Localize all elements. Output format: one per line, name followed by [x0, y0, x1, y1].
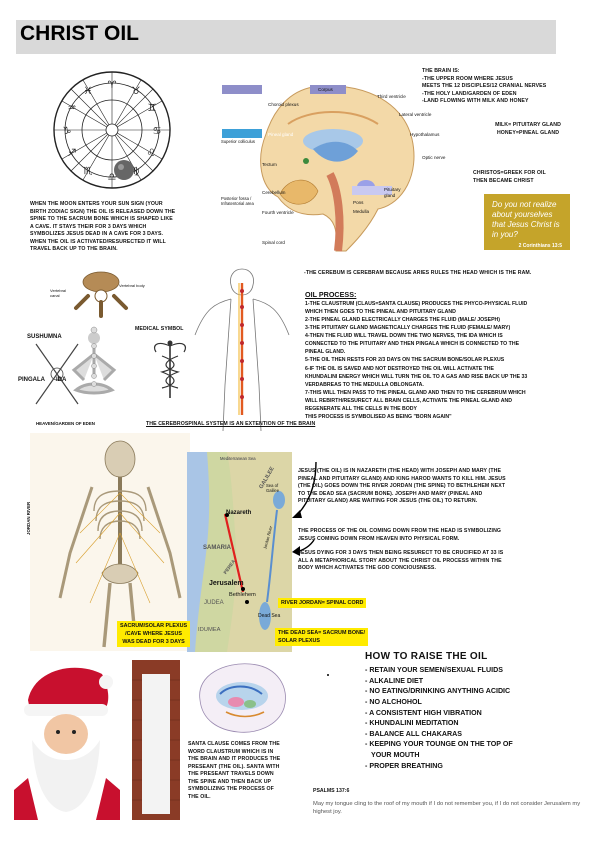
brain-label-optic-nerve: Optic nerve — [422, 155, 446, 160]
santa-claus-image — [14, 660, 120, 820]
brain-label-lateral-ventricle: Lateral ventricle — [399, 112, 432, 117]
oil-process-list: 1-THE CLAUSTRUM (CLAUS=SANTA CLAUSE) PRO… — [305, 301, 528, 420]
map-label-samaria: SAMARIA — [203, 545, 231, 551]
svg-text:♎: ♎ — [108, 172, 117, 183]
scripture-quote-box: Do you not realize about yourselves that… — [484, 194, 570, 250]
river-jordan-label: RIVER JORDAN= SPINAL CORD — [278, 598, 367, 609]
map-label-mediterranean: Mediterranean Sea — [220, 456, 256, 461]
svg-text:♈: ♈ — [108, 80, 117, 91]
svg-text:♓: ♓ — [84, 86, 93, 97]
brain-label-medulla: Medulla — [353, 209, 370, 214]
map-label-bethlehem: Bethlehem — [229, 592, 256, 598]
quote-reference: 2 Corinthians 13:5 — [518, 243, 562, 249]
title-banner — [16, 20, 556, 54]
dead-sea-label: THE DEAD SEA= SACRUM BONE/ SOLAR PLEXUS — [275, 628, 369, 647]
zodiac-wheel-image: ♈ ♉ ♊ ♋ ♌ ♍ ♎ ♏ ♐ ♑ ♒ ♓ — [53, 71, 171, 189]
santa-claustrum-text: SANTA CLAUSE COMES FROM THE WORD CLAUSTR… — [188, 741, 281, 800]
jesus-nazareth-text: JESUS (THE OIL) IS IN NAZARETH (THE HEAD… — [298, 468, 506, 505]
medical-symbol-label: MEDICAL SYMBOL — [135, 326, 184, 332]
pingala-label: PINGALA — [18, 377, 45, 383]
map-label-judea: JUDEA — [204, 600, 224, 606]
skeleton-jordan-label: JORDAN RIVER — [26, 501, 31, 535]
map-label-idumea: IDUMEA — [198, 627, 221, 633]
vertebra-label-canal: Vertebral canal — [50, 288, 67, 298]
map-label-dead-sea: Dead Sea — [258, 613, 281, 619]
brain-label-superior-colliculus: Superior colliculus — [221, 139, 255, 144]
brain-label-pons: Pons — [353, 200, 364, 205]
psalm-text: May my tongue cling to the roof of my mo… — [313, 801, 581, 816]
oil-coming-down-text: THE PROCESS OF THE OIL COMING DOWN FROM … — [298, 528, 502, 542]
ida-label: IDA — [56, 377, 67, 383]
svg-text:♒: ♒ — [68, 103, 77, 114]
svg-text:♑: ♑ — [63, 126, 72, 137]
oil-process-title: OIL PROCESS: — [305, 290, 357, 299]
svg-text:♊: ♊ — [148, 103, 157, 114]
vertebra-label-body: Vertebral body — [119, 283, 145, 288]
jesus-dying-text: JESUS DYING FOR 3 DAYS THEN BEING RESURE… — [298, 550, 504, 572]
brain-label-tectum: Tectum — [262, 162, 277, 167]
cerebrospinal-caption: THE CEREBROSPINAL SYSTEM IS AN EXTENTION… — [146, 421, 316, 427]
christos-text: CHRISTOS=GREEK FOR OIL THEN BECAME CHRIS… — [473, 170, 546, 184]
heaven-label: HEAVEN/GARDEN OF EDEN — [36, 421, 95, 426]
brain-label-pituitary-gland: Pituitary gland — [384, 187, 401, 198]
raise-oil-list: - RETAIN YOUR SEMEN/SEXUAL FLUIDS - ALKA… — [365, 666, 513, 770]
vertebra-image — [74, 271, 128, 318]
brain-label-third-ventricle: Third ventricle — [377, 94, 406, 99]
claustrum-brain-image — [199, 663, 286, 733]
brain-label-fourth-ventricle: Fourth ventricle — [262, 210, 294, 215]
meditation-chakra-image — [35, 326, 117, 405]
caduceus-icon — [153, 340, 187, 398]
brain-label-spinal-cord: Spinal cord — [262, 240, 285, 245]
quote-text: Do you not realize about yourselves that… — [492, 200, 560, 239]
map-label-nazareth: Nazareth — [226, 510, 252, 516]
brain-label-posterior-fossa: Posterior fossa / Infratentorial area — [221, 196, 254, 207]
chimney-image — [132, 660, 180, 820]
brain-label-hypothalamus: Hypothalamus — [410, 132, 440, 137]
page-title: CHRIST OIL — [20, 22, 139, 45]
cerebrum-text: -THE CEREBUM IS CEREBRAM BECAUSE ARIES R… — [304, 270, 532, 276]
map-label-jerusalem: Jerusalem — [209, 580, 244, 587]
map-arrows — [292, 461, 317, 556]
svg-text:♏: ♏ — [84, 166, 93, 177]
moon-sign-text: WHEN THE MOON ENTERS YOUR SUN SIGN (YOUR… — [30, 201, 176, 253]
map-label-sea-of-galilee: Sea of Galilee — [266, 483, 280, 493]
raise-oil-title: HOW TO RAISE THE OIL — [365, 651, 488, 662]
svg-text:♌: ♌ — [147, 148, 156, 159]
sacrum-label: SACRUM/SOLAR PLEXUS /CAVE WHERE JESUS WA… — [117, 621, 191, 648]
brain-label-corpus: Corpus — [318, 87, 333, 92]
sushumna-label: SUSHUMNA — [27, 334, 62, 340]
bullet-dot — [327, 674, 329, 676]
svg-text:♐: ♐ — [68, 148, 77, 159]
brain-diagram-image — [222, 85, 415, 252]
brain-label-cerebellum: Cerebellum — [262, 190, 286, 195]
israel-map-image — [187, 452, 292, 652]
psalm-reference: PSALMS 137:6 — [313, 788, 350, 794]
body-spine-diagram-image — [194, 268, 290, 432]
brain-is-text: THE BRAIN IS: -THE UPPER ROOM WHERE JESU… — [422, 68, 547, 105]
milk-honey-text: MILK= PITUITARY GLAND HONEY=PINEAL GLAND — [495, 122, 561, 136]
svg-text:♍: ♍ — [131, 166, 140, 177]
svg-text:♋: ♋ — [153, 126, 162, 137]
skeleton-nervous-system-image — [30, 433, 190, 651]
svg-text:♉: ♉ — [132, 86, 141, 97]
brain-label-pineal-gland: Pineal gland — [268, 132, 294, 137]
brain-label-choroid-plexus: Choroid plexus — [268, 102, 299, 107]
